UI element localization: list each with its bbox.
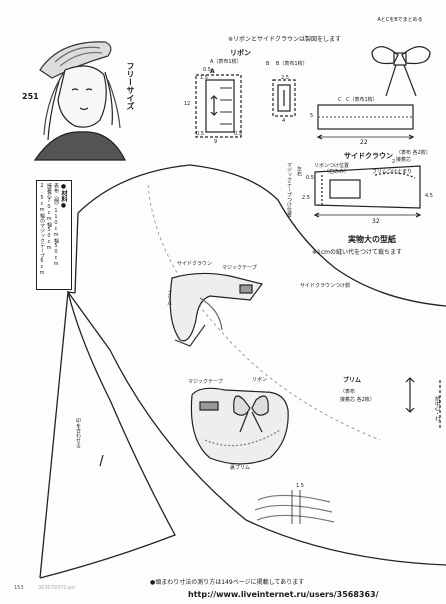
illus-magic-tape: マジックテープ [222,265,257,271]
source-url[interactable]: http://www.liveinternet.ru/users/3568363… [188,590,379,599]
dim-left: 2.5 [302,195,310,201]
ribbon-piece-c: C（表布1枚） [346,97,378,103]
illus-ribbon: リボン [252,377,268,383]
dim-a-width: 9 [214,139,218,145]
dim-c-length: 22 [360,139,368,146]
dim-a-top: 0.5 [203,67,211,73]
materials-line: 2.5cm幅のマジックテープ6cm [39,183,45,276]
dim-length: 32 [372,218,380,225]
side-crown-attach: サイドクラウンつけ側 [300,283,351,289]
footer-note: ●頭まわり寸法の測り方は149ページに掲載してあります [150,579,305,586]
brim-piece: （表布 [340,389,356,395]
illus-side-crown: サイドクラウン [177,261,213,267]
ribbon-piece-b: B（表布1枚） [276,61,308,67]
page-number: 153 [14,585,24,591]
dim-a-height: 12 [184,101,191,107]
side-crown-piece: （表布 各2枚） [396,150,431,156]
side-crown-title: サイドクラウン [344,152,393,160]
dim-c-height: 5 [310,113,314,119]
left-right-label: 左右 [296,166,302,176]
dim-right: 4.5 [425,193,433,199]
piece-a-letter: A [210,68,215,75]
illus-brim: ブリム [166,290,172,305]
side-crown-piece2: 接着芯 [396,157,412,163]
match-mark: 印を合わせる [75,418,81,448]
dim-top: 2 [392,159,396,165]
model-illustration [33,41,126,161]
drafting-note: ※リボンとサイドクラウンは製図をします [228,36,342,43]
materials-title: ●材料● [60,183,67,209]
dim-a-bottom2: 0.5 [234,131,242,137]
brim-title: ブリム [343,377,362,384]
materials-line: 表布（綿）110cm幅50cm [53,183,59,267]
dim-b-width: 4 [282,118,286,124]
assembly-note: AとCをBでまとめる [377,17,423,23]
magic-tape-position: マジックテープつけ位置 [286,162,292,217]
pattern-number: 251 [22,92,39,101]
materials-line: 接着芯70cm幅50cm [46,183,52,251]
brim-piece2: 接着芯 各2枚） [340,397,375,403]
ribbon-piece-a: A（表布1枚） [210,59,242,65]
size-label: フリーサイズ [126,62,135,110]
ribbon-title: リボン [230,49,251,57]
illus-magic-tape2: マジックテープ [188,379,223,385]
ribbon-position-right: （右のみ） [324,169,350,175]
seam-allowance-note: ※1cmの縫い代をつけて裁ちます [312,249,402,256]
piece-c-letter: C [338,97,342,103]
dim-end: 0.5 [306,175,314,181]
brim-stop: ブリムつけ止まり [372,169,413,175]
pattern-title: 実物大の型紙 [348,235,396,244]
ribbon-position: リボンつけ位置 [314,163,350,169]
piece-b-letter: B [266,61,270,67]
front-center: 前中心・わ [434,396,440,421]
illus-dim: 1.5 [296,483,304,489]
illus-back-brim: 裏ブリム [230,465,251,471]
watermark: 303079372.pic [38,585,76,591]
materials-box: ●材料● 表布（綿）110cm幅50cm 接着芯70cm幅50cm 2.5cm幅… [36,180,72,290]
dim-a-bottom: 0.5 [196,131,204,137]
dim-b-height: 2.5 [281,75,289,81]
dim-a-top2: 1.5 [200,75,208,81]
